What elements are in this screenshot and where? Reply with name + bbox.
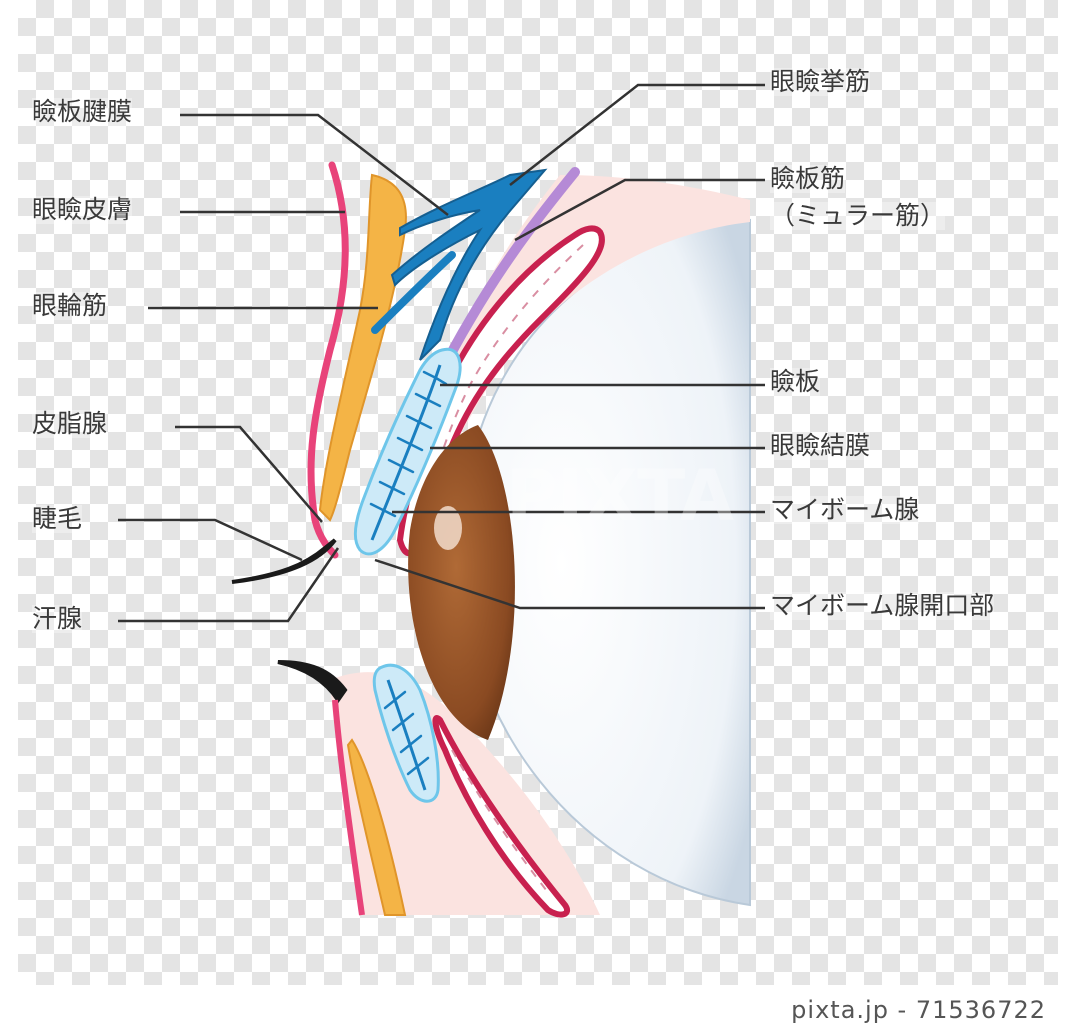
label-muller-muscle: （ミュラー筋）: [770, 202, 945, 230]
watermark-text: PIXTA: [506, 455, 734, 537]
label-tarsus: 瞼板: [770, 368, 820, 396]
label-levator-muscle: 眼瞼挙筋: [770, 68, 870, 96]
image-credit: pixta.jp - 71536722: [791, 996, 1046, 1024]
label-meibomian-gland: マイボーム腺: [770, 496, 919, 524]
label-sweat-gland: 汗腺: [32, 605, 82, 633]
label-meibomian-orifice: マイボーム腺開口部: [770, 592, 994, 620]
label-sebaceous-gland: 皮脂腺: [32, 410, 107, 438]
label-eyelid-skin: 眼瞼皮膚: [32, 196, 132, 224]
label-tarsal-muscle: 瞼板筋: [770, 165, 845, 193]
label-eyelash: 睫毛: [32, 505, 82, 533]
label-palpebral-conjunctiva: 眼瞼結膜: [770, 432, 870, 460]
label-orbicularis: 眼輪筋: [32, 292, 107, 320]
label-levator-aponeurosis: 瞼板腱膜: [32, 98, 132, 126]
